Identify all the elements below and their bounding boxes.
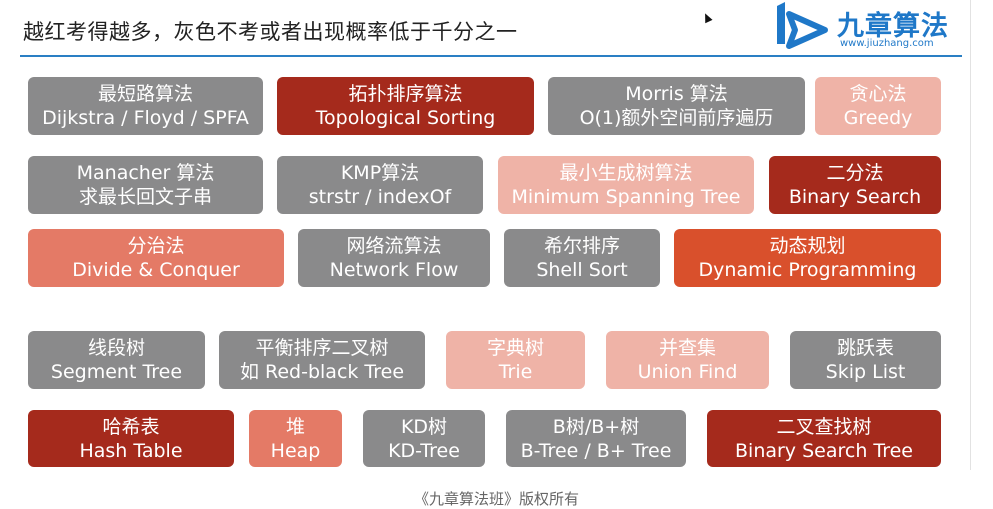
algo-box-en-label: Shell Sort [536,259,628,281]
algo-box-network-flow: 网络流算法 Network Flow [298,229,490,287]
algo-box-zh-label: 堆 [285,415,305,438]
algo-box-en-label: Minimum Spanning Tree [511,186,741,208]
slide: 越红考得越多，灰色不考或者出现概率低于千分之一 九章算法 www.jiuzhan… [20,0,971,470]
algo-box-kmp: KMP算法 strstr / indexOf [277,156,483,214]
algo-box-zh-label: 希尔排序 [543,235,620,257]
algo-box-minimum-spanning-tree: 最小生成树算法 Minimum Spanning Tree [498,156,754,214]
algo-box-zh-label: 拓扑排序算法 [348,83,463,105]
algo-box-zh-label: 分治法 [127,235,185,257]
algo-box-zh-label: 二分法 [826,162,884,184]
algo-box-en-label: strstr / indexOf [308,186,452,208]
algo-box-en-label: Trie [498,361,533,383]
algo-box-en-label: Topological Sorting [315,107,496,129]
algo-box-shortest-path: 最短路算法 Dijkstra / Floyd / SPFA [28,77,263,135]
algo-box-zh-label: 跳跃表 [836,337,894,359]
algo-box-en-label: B-Tree / B+ Tree [520,439,672,462]
algo-box-b-tree: B树/B+树 B-Tree / B+ Tree [506,410,686,467]
algo-box-zh-label: Morris 算法 [625,83,728,105]
algo-box-zh-label: 网络流算法 [346,235,442,257]
algo-box-en-label: Heap [270,439,321,462]
algo-box-shell-sort: 希尔排序 Shell Sort [504,229,660,287]
algo-box-en-label: Greedy [843,107,913,129]
algo-box-morris: Morris 算法 O(1)额外空间前序遍历 [548,77,805,135]
algo-box-zh-label: 贪心法 [849,83,907,105]
algo-box-en-label: Hash Table [79,439,183,462]
algo-box-dynamic-programming: 动态规划 Dynamic Programming [674,229,941,287]
algo-box-en-label: Binary Search [788,186,922,208]
algo-box-zh-label: KMP算法 [340,162,420,184]
algo-box-manacher: Manacher 算法 求最长回文子串 [28,156,263,214]
algo-box-zh-label: 最小生成树算法 [559,162,693,184]
logo-text: 九章算法 [837,11,949,42]
algo-box-en-label: Skip List [825,361,906,383]
algo-box-zh-label: KD树 [400,415,448,438]
mouse-cursor-icon [701,11,713,24]
algo-box-zh-label: 哈希表 [102,415,160,438]
algo-box-zh-label: Manacher 算法 [76,162,215,184]
algo-box-en-label: 求最长回文子串 [78,186,212,208]
algo-box-en-label: 如 Red-black Tree [239,361,405,383]
copyright-footer: 《九章算法班》版权所有 [413,490,579,508]
algo-box-zh-label: 并查集 [658,337,716,359]
algo-box-binary-search: 二分法 Binary Search [769,156,941,214]
algo-box-segment-tree: 线段树 Segment Tree [28,331,205,389]
algo-box-en-label: Dynamic Programming [698,259,917,281]
algo-box-greedy: 贪心法 Greedy [815,77,941,135]
algo-box-en-label: O(1)额外空间前序遍历 [579,107,774,129]
algo-box-divide-conquer: 分治法 Divide & Conquer [28,229,284,287]
algo-box-skip-list: 跳跃表 Skip List [790,331,941,389]
algo-box-trie: 字典树 Trie [446,331,585,389]
algo-box-en-label: Network Flow [329,259,459,281]
algo-box-kd-tree: KD树 KD-Tree [363,410,485,467]
algo-box-en-label: Binary Search Tree [735,439,913,462]
jiuzhang-logo-icon [777,2,828,49]
algo-box-zh-label: 最短路算法 [97,83,193,105]
algo-box-zh-label: 字典树 [486,337,544,359]
algo-box-zh-label: 平衡排序二叉树 [255,337,389,359]
algo-box-zh-label: 线段树 [87,337,145,359]
algo-box-topological-sorting: 拓扑排序算法 Topological Sorting [277,77,534,135]
algo-box-en-label: Union Find [637,361,738,383]
algo-box-balanced-bst: 平衡排序二叉树 如 Red-black Tree [219,331,425,389]
algo-box-union-find: 并查集 Union Find [606,331,769,389]
algo-box-heap: 堆 Heap [249,410,342,467]
algo-box-zh-label: 动态规划 [769,235,846,257]
algo-box-en-label: Divide & Conquer [72,259,240,281]
algo-box-zh-label: 二叉查找树 [776,415,872,438]
algo-box-hash-table: 哈希表 Hash Table [28,410,234,467]
logo-url: www.jiuzhang.com [840,38,934,49]
algo-box-en-label: KD-Tree [388,439,460,462]
algo-box-binary-search-tree: 二叉查找树 Binary Search Tree [707,410,941,467]
algo-box-zh-label: B树/B+树 [552,415,640,438]
algo-box-en-label: Dijkstra / Floyd / SPFA [42,107,249,129]
algo-box-en-label: Segment Tree [50,361,183,383]
title-divider [20,55,962,57]
slide-title: 越红考得越多，灰色不考或者出现概率低于千分之一 [23,20,518,44]
